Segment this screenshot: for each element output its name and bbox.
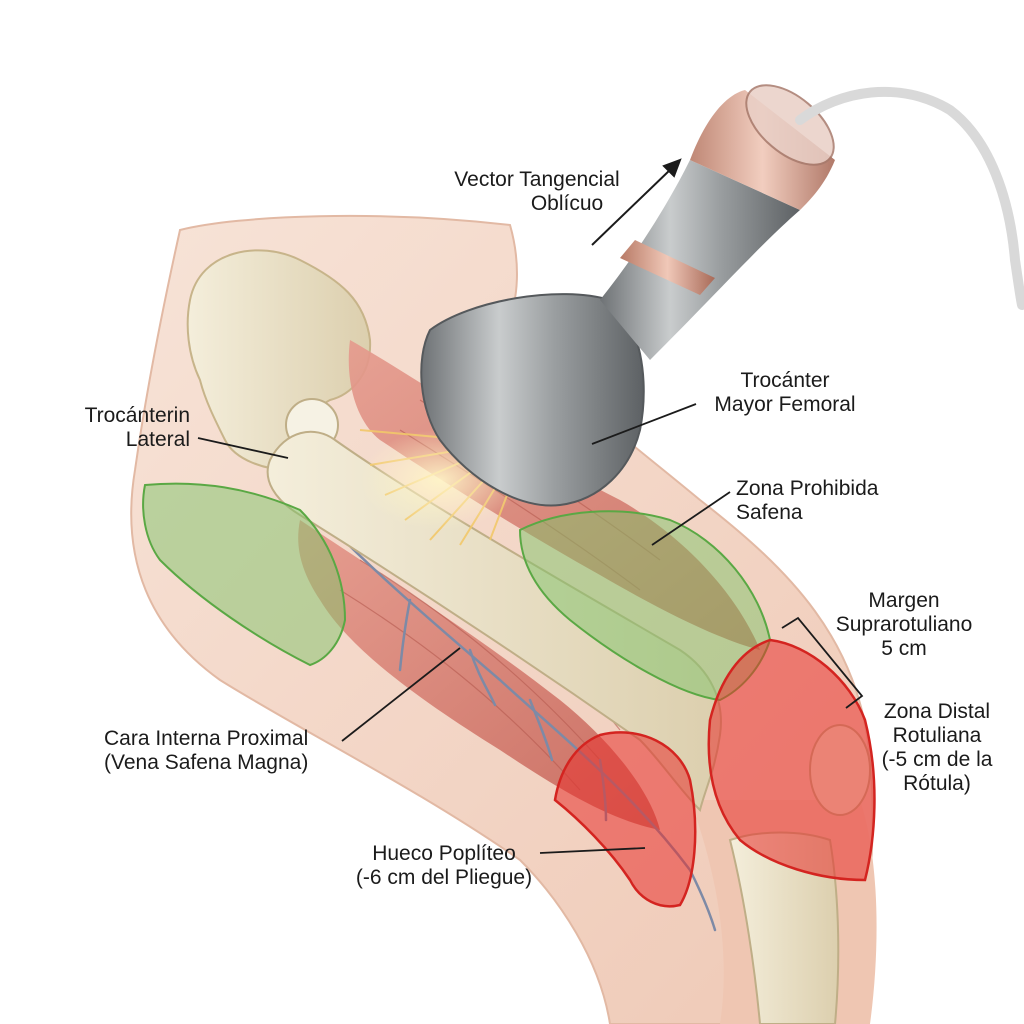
label-trocanter-mayor-line1: Trocánter — [740, 369, 830, 392]
label-vector-line1: Vector Tangencial — [454, 168, 620, 191]
label-zona-prohibida-line2: Safena — [736, 501, 803, 524]
label-hueco-popliteo-line1: Hueco Poplíteo — [372, 842, 516, 865]
label-hueco-popliteo: Hueco Poplíteo (-6 cm del Pliegue) — [344, 842, 544, 890]
label-trocanter-lateral: Trocánterin Lateral — [60, 404, 190, 452]
danger-zone-knee — [707, 638, 876, 882]
label-trocanter-lateral-line2: Lateral — [125, 428, 190, 451]
label-zona-distal-line2: Rotuliana — [892, 724, 982, 747]
label-margen-suprarotuliano: Margen Suprarotuliano 5 cm — [814, 589, 994, 661]
label-zona-prohibida-line1: Zona Prohibida — [736, 477, 879, 500]
device-head — [420, 293, 645, 507]
label-margen-line2: Suprarotuliano — [835, 613, 973, 636]
danger-zone-popliteal — [553, 731, 697, 908]
label-trocanter-mayor-line2: Mayor Femoral — [714, 393, 856, 416]
vector-arrow — [591, 158, 682, 246]
label-trocanter-lateral-line1: Trocánterin — [84, 404, 190, 427]
device-neck — [600, 160, 800, 360]
device-cup — [690, 90, 835, 210]
label-margen-line3: 5 cm — [881, 637, 927, 660]
label-cara-interna: Cara Interna Proximal (Vena Safena Magna… — [104, 727, 344, 775]
label-vector-line2: Oblícuo — [530, 192, 604, 215]
label-trocanter-mayor: Trocánter Mayor Femoral — [700, 369, 870, 417]
label-cara-interna-line2: (Vena Safena Magna) — [104, 751, 309, 774]
device-band — [620, 240, 715, 295]
leader-lines — [197, 403, 864, 854]
label-zona-prohibida: Zona Prohibida Safena — [736, 477, 916, 525]
label-cara-interna-line1: Cara Interna Proximal — [104, 727, 309, 750]
device-cable — [795, 86, 1024, 310]
shockwave-device — [420, 84, 1024, 507]
label-margen-line1: Margen — [868, 589, 940, 612]
label-zona-distal-line4: Rótula) — [903, 772, 971, 795]
label-zona-distal-line3: (-5 cm de la — [881, 748, 993, 771]
label-hueco-popliteo-line2: (-6 cm del Pliegue) — [355, 866, 533, 889]
label-vector-tangencial: Vector Tangencial Oblícuo — [432, 168, 642, 216]
device-cup-rim — [745, 84, 835, 166]
label-zona-distal-line1: Zona Distal — [883, 700, 991, 723]
safe-zone-lateral — [142, 482, 347, 667]
label-zona-distal: Zona Distal Rotuliana (-5 cm de la Rótul… — [862, 700, 1012, 796]
